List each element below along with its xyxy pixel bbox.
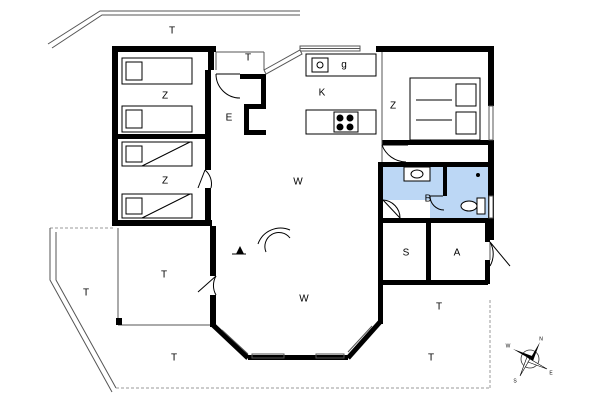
label-bedroom-3: Z <box>390 101 396 112</box>
kitchen-fixtures <box>305 53 377 135</box>
compass-s: S <box>513 378 517 384</box>
compass-e: E <box>549 370 553 376</box>
label-terrace-left-inner: T <box>161 270 167 281</box>
compass-rose: N S E W <box>506 336 554 384</box>
label-terrace-top: T <box>169 26 175 37</box>
label-terrace-entry: T <box>245 53 251 64</box>
label-bathroom: B <box>425 194 432 205</box>
doors <box>197 73 511 296</box>
label-terrace-left-outer: T <box>83 288 89 299</box>
terrace-outlines <box>49 227 491 393</box>
label-terrace-bottom-left: T <box>171 353 177 364</box>
label-bedroom-1: Z <box>162 91 168 102</box>
label-kitchen: K <box>319 88 326 99</box>
compass-n: N <box>539 336 543 342</box>
compass-w: W <box>506 343 511 349</box>
entry-outline <box>215 51 491 260</box>
label-annex: A <box>454 248 461 259</box>
label-living-lower: W <box>299 294 309 305</box>
room-labels: T T Z Z Z E K g W W B S A T T T T T <box>83 26 461 364</box>
label-terrace-bottom-right: T <box>428 353 434 364</box>
label-storage-s: S <box>403 248 410 259</box>
bathroom-closet-floor <box>444 166 486 194</box>
bay-walls <box>211 320 382 360</box>
entry-arrow <box>236 246 244 254</box>
label-storage-g: g <box>341 60 347 71</box>
bay-windows <box>221 325 373 359</box>
label-living-upper: W <box>293 177 303 188</box>
windows <box>263 45 494 219</box>
beds <box>121 57 481 219</box>
label-entrance: E <box>226 113 233 124</box>
label-terrace-right: T <box>436 302 442 313</box>
label-bedroom-2: Z <box>162 176 168 187</box>
top-terrace-railing <box>47 10 300 49</box>
bathroom-fixtures <box>403 166 486 215</box>
walls <box>112 46 494 360</box>
